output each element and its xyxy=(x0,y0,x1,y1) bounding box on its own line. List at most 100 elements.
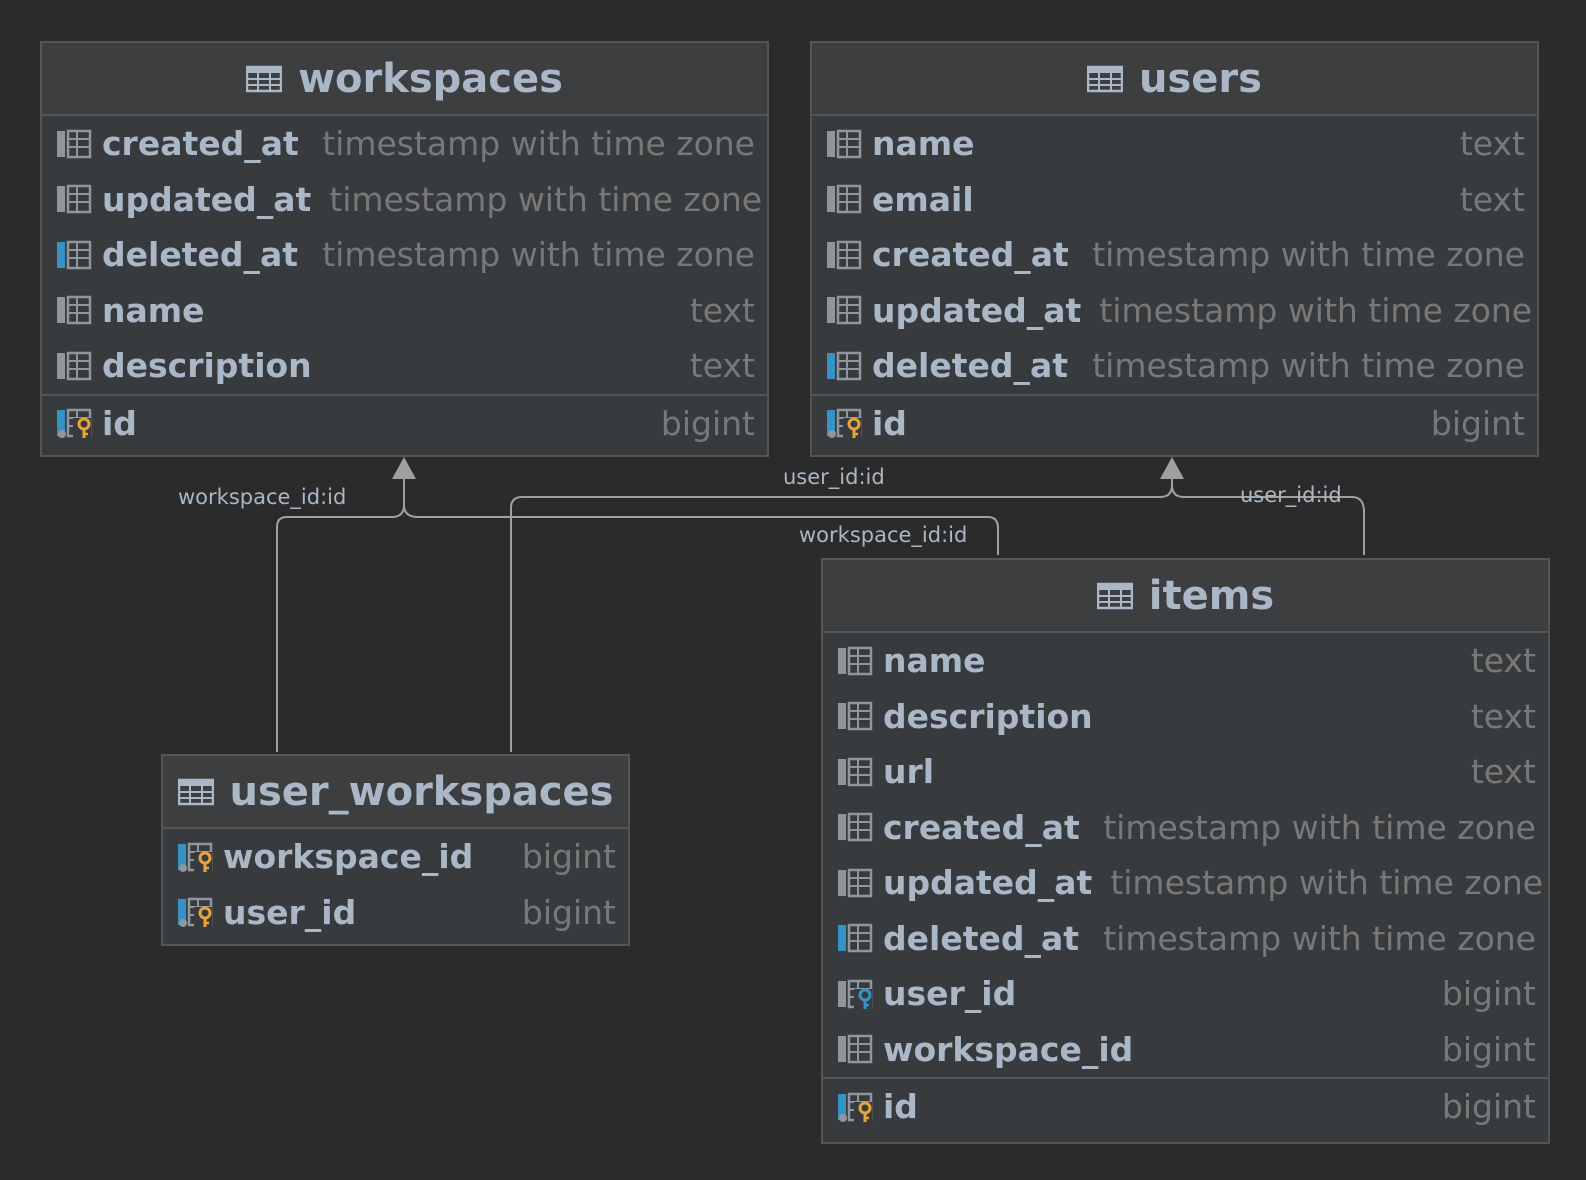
column-name: deleted_at xyxy=(872,346,1069,386)
column-name: description xyxy=(883,696,1093,736)
column-type: text xyxy=(689,346,755,386)
column-name: created_at xyxy=(102,124,299,164)
column-row[interactable]: deleted_at timestamp with time zone xyxy=(42,227,767,283)
column-icon xyxy=(838,813,873,842)
edge-items-user-id[interactable] xyxy=(1171,484,1365,555)
primary-key-icon xyxy=(57,408,92,438)
column-name: url xyxy=(883,752,935,792)
column-name: created_at xyxy=(872,235,1069,275)
column-name: user_id xyxy=(223,892,357,932)
table-icon xyxy=(177,778,214,805)
column-row[interactable]: name text xyxy=(812,116,1537,172)
edge-user-workspaces-user-id[interactable] xyxy=(510,478,1173,752)
column-type: timestamp with time zone xyxy=(1103,807,1536,847)
column-type: timestamp with time zone xyxy=(322,124,755,164)
column-row[interactable]: description text xyxy=(823,689,1548,745)
edge-label-user-workspaces-user: user_id:id xyxy=(783,465,885,489)
column-row[interactable]: updated_at timestamp with time zone xyxy=(42,172,767,228)
column-icon xyxy=(827,240,862,269)
indexed-column-icon xyxy=(838,924,873,953)
column-type: timestamp with time zone xyxy=(322,235,755,275)
edge-label-items-user: user_id:id xyxy=(1240,483,1342,507)
column-row[interactable]: created_at timestamp with time zone xyxy=(812,227,1537,283)
column-name: id xyxy=(883,1087,918,1126)
column-type: bigint xyxy=(1441,1029,1536,1069)
arrowhead-users xyxy=(1160,457,1184,479)
column-row[interactable]: name text xyxy=(823,633,1548,689)
primary-key-icon xyxy=(838,1092,873,1122)
table-title: users xyxy=(1139,55,1262,102)
column-type: timestamp with time zone xyxy=(1092,235,1525,275)
column-icon xyxy=(827,129,862,158)
primary-key-row[interactable]: id bigint xyxy=(812,393,1537,451)
indexed-column-icon xyxy=(57,240,92,269)
column-name: id xyxy=(872,403,907,443)
column-row[interactable]: user_id bigint xyxy=(823,966,1548,1022)
primary-key-row[interactable]: id bigint xyxy=(823,1077,1548,1134)
column-name: workspace_id xyxy=(883,1029,1134,1069)
table-icon xyxy=(1096,582,1133,609)
column-row[interactable]: deleted_at timestamp with time zone xyxy=(812,338,1537,394)
column-icon xyxy=(827,185,862,214)
column-name: name xyxy=(883,641,986,681)
column-name: name xyxy=(102,290,205,330)
column-type: bigint xyxy=(1441,1087,1536,1126)
column-name: user_id xyxy=(883,974,1017,1014)
table-header[interactable]: workspaces xyxy=(42,43,767,116)
primary-key-icon xyxy=(178,898,213,928)
column-name: name xyxy=(872,124,975,164)
column-icon xyxy=(838,868,873,897)
table-header[interactable]: user_workspaces xyxy=(163,756,628,829)
column-name: deleted_at xyxy=(102,235,299,275)
column-icon xyxy=(838,702,873,731)
table-title: workspaces xyxy=(298,55,563,102)
column-icon xyxy=(838,757,873,786)
column-type: timestamp with time zone xyxy=(329,179,763,219)
column-name: workspace_id xyxy=(223,837,474,877)
column-row[interactable]: workspace_id bigint xyxy=(823,1022,1548,1078)
table-header[interactable]: users xyxy=(812,43,1537,116)
column-type: text xyxy=(1470,696,1536,736)
column-row[interactable]: updated_at timestamp with time zone xyxy=(812,283,1537,339)
edge-label-items-workspace: workspace_id:id xyxy=(799,523,968,547)
column-type: bigint xyxy=(660,403,755,443)
column-icon xyxy=(838,1035,873,1064)
table-workspaces[interactable]: workspaces created_at timestamp with time … xyxy=(40,41,769,457)
column-name: updated_at xyxy=(102,179,312,219)
column-icon xyxy=(57,185,92,214)
edge-label-user-workspaces-workspace: workspace_id:id xyxy=(178,485,347,509)
column-type: timestamp with time zone xyxy=(1092,346,1525,386)
column-type: text xyxy=(1470,641,1536,681)
column-name: email xyxy=(872,179,974,219)
edge-user-workspaces-workspace-id[interactable] xyxy=(276,478,405,752)
table-icon xyxy=(246,65,283,92)
indexed-column-icon xyxy=(827,351,862,380)
column-name: updated_at xyxy=(872,290,1082,330)
primary-key-icon xyxy=(827,408,862,438)
column-icon xyxy=(57,351,92,380)
table-header[interactable]: items xyxy=(823,560,1548,633)
column-name: description xyxy=(102,346,312,386)
column-row[interactable]: description text xyxy=(42,338,767,394)
column-type: bigint xyxy=(1441,974,1536,1014)
edge-items-workspace-id[interactable] xyxy=(403,504,999,555)
column-type: timestamp with time zone xyxy=(1110,863,1544,903)
column-type: bigint xyxy=(1430,403,1525,443)
column-type: timestamp with time zone xyxy=(1099,290,1533,330)
table-icon xyxy=(1087,65,1124,92)
column-row[interactable]: created_at timestamp with time zone xyxy=(42,116,767,172)
column-type: text xyxy=(1459,124,1525,164)
